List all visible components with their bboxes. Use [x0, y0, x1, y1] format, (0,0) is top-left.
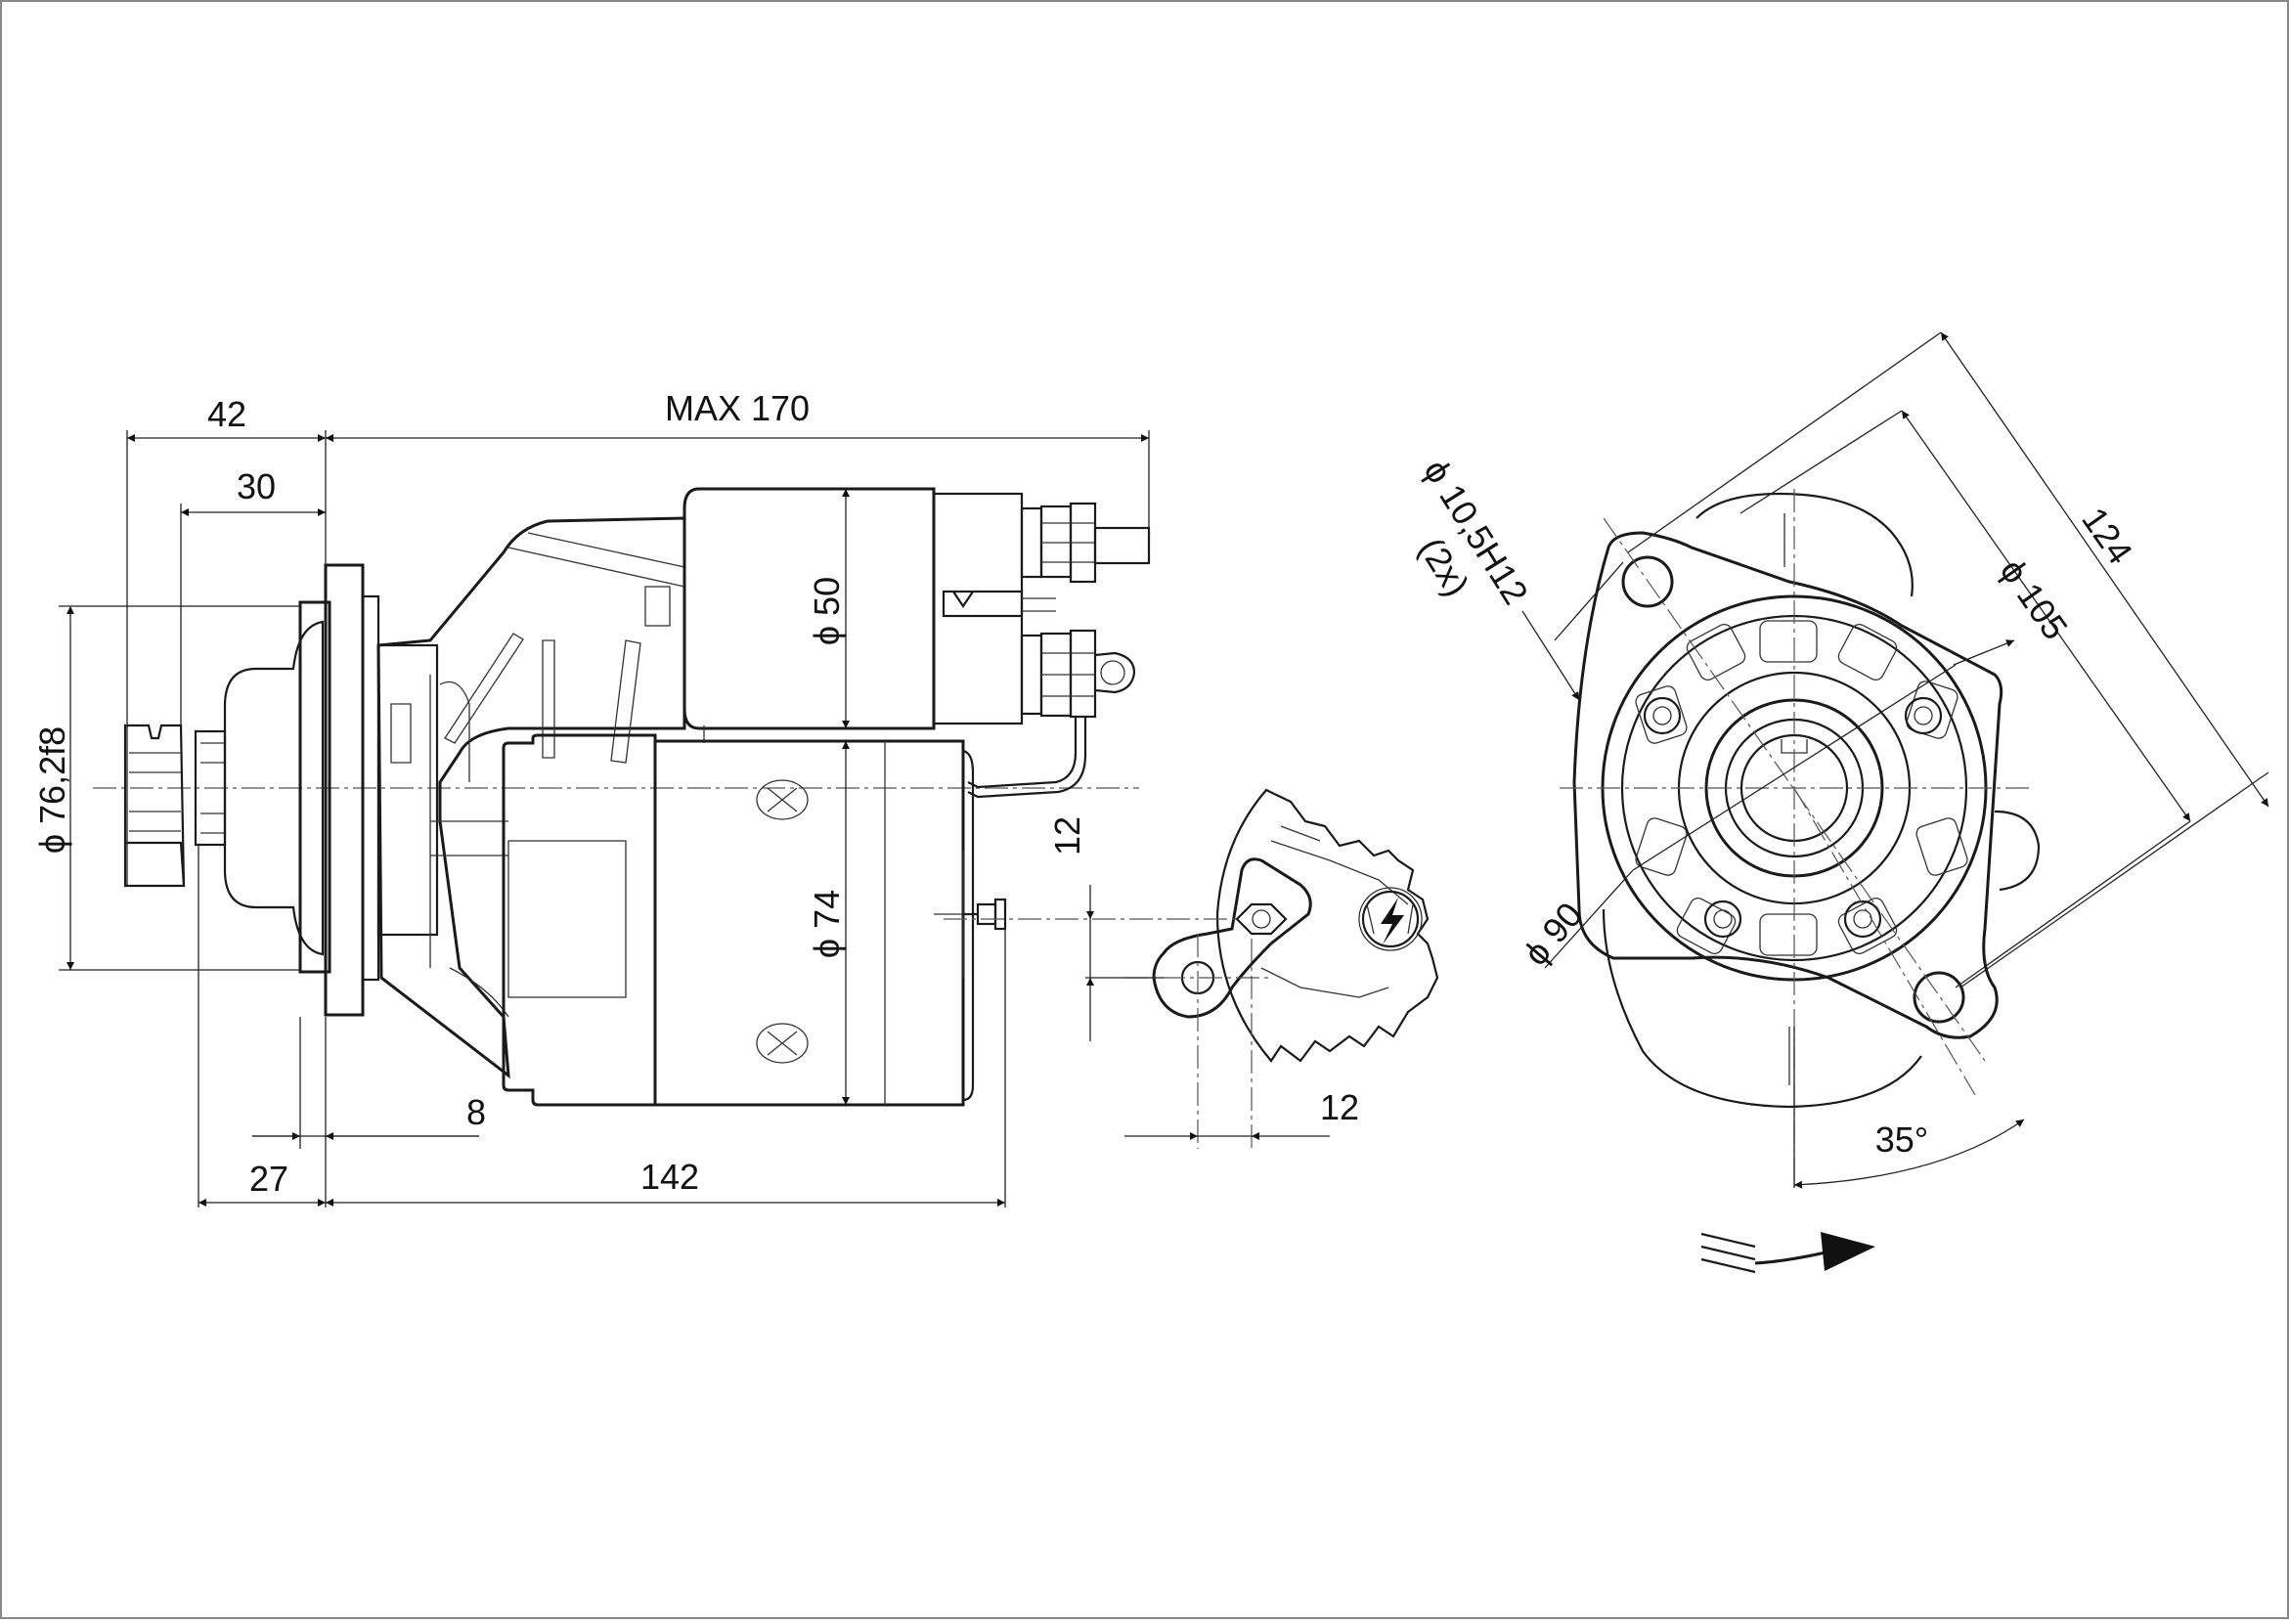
- hole-dim-leader: [1521, 610, 1580, 701]
- lightning-bolt-icon: [1358, 887, 1423, 951]
- vent-slots: [1635, 620, 1968, 956]
- dim-124-label: 124: [2074, 500, 2140, 571]
- mounting-hole: [1621, 555, 1674, 608]
- dim-12-horizontal-label: 12: [1320, 1087, 1359, 1127]
- terminal-lug: [1152, 857, 1312, 1019]
- hex-nut: [1235, 902, 1288, 936]
- mounting-flange-face: [1572, 531, 2003, 1039]
- dim-dia74-label: ϕ 74: [807, 890, 847, 958]
- terminal-stud-upper: [1020, 502, 1151, 584]
- connecting-wire: [967, 717, 1078, 789]
- rotation-direction-arrow-icon: [1700, 1232, 1875, 1274]
- terminal-detail-view: 12 12: [944, 788, 1439, 1149]
- terminal-stud-lower: [1020, 629, 1136, 719]
- pinion-gear: [123, 724, 186, 888]
- dim-142-label: 142: [640, 1157, 699, 1197]
- drive-end-housing: [376, 516, 686, 1079]
- dim-dia76-label: ϕ 76,2f8: [32, 726, 72, 854]
- spade-terminal: [942, 590, 1056, 618]
- mounting-flange: [298, 563, 439, 1017]
- side-view: 42 MAX 170 30 ϕ 76,2f8 ϕ 50 ϕ 74 8: [32, 388, 1151, 1207]
- solenoid: [682, 487, 1151, 799]
- dim-12-vertical-label: 12: [1047, 816, 1087, 856]
- drive-shaft: [194, 620, 325, 956]
- through-bolt-head: [756, 779, 809, 1064]
- dim-angle35-label: 35°: [1875, 1119, 1928, 1160]
- dim-30-label: 30: [237, 466, 276, 506]
- dim-42-label: 42: [207, 394, 246, 434]
- front-view: ϕ 10,5H12 (2x) 124 ϕ 105 ϕ 90 35°: [1411, 331, 2269, 1274]
- motor-body: [502, 733, 1007, 1107]
- mounting-hole: [1913, 971, 1965, 1024]
- dim-27-label: 27: [249, 1159, 288, 1199]
- dim-dia105-label: ϕ 105: [1993, 551, 2076, 646]
- dim-8-label: 8: [466, 1092, 486, 1132]
- motor-terminal: [934, 898, 1007, 931]
- side-view-dimensions: 42 MAX 170 30 ϕ 76,2f8 ϕ 50 ϕ 74 8: [32, 388, 1150, 1207]
- dim-dia50-label: ϕ 50: [807, 577, 847, 645]
- dim-max170-label: MAX 170: [665, 388, 810, 428]
